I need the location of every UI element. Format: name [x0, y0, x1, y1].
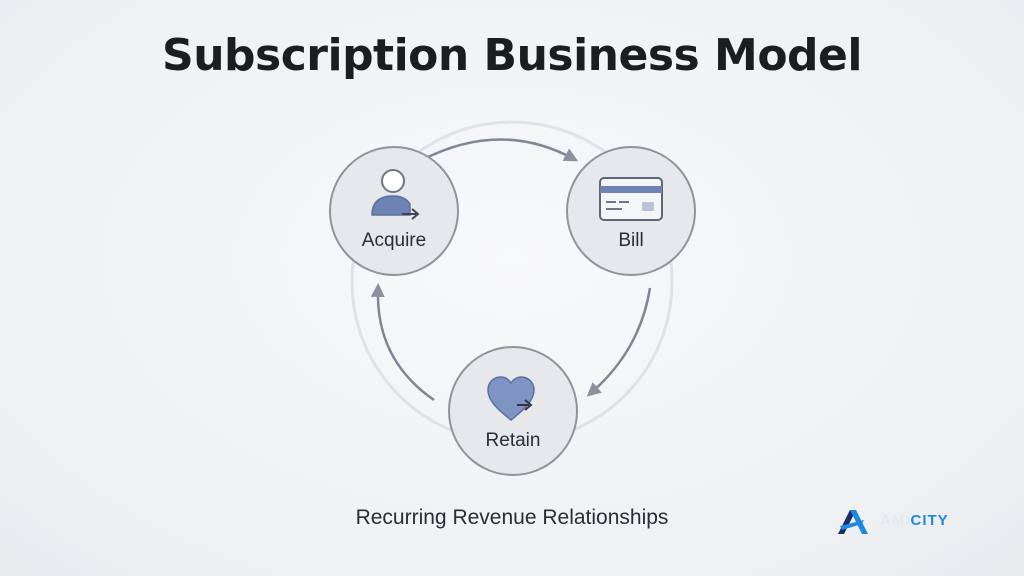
node-acquire	[329, 146, 459, 276]
brand-name-part2: CITY	[910, 512, 949, 529]
arrow-acquire-to-bill	[421, 138, 579, 162]
brand-logo-icon	[838, 510, 868, 534]
user-arrow-icon	[371, 169, 420, 220]
node-label-bill: Bill	[618, 230, 644, 251]
heart-arrow-icon	[487, 376, 535, 421]
node-label-acquire: Acquire	[361, 230, 427, 251]
node-label-retain: Retain	[485, 430, 541, 451]
credit-card-icon	[599, 177, 663, 221]
brand-name: AMICITY	[880, 512, 949, 529]
arrow-retain-to-acquire	[370, 283, 435, 402]
node-bill	[566, 146, 696, 276]
page-title: Subscription Business Model	[162, 30, 862, 81]
arrow-bill-to-retain	[586, 287, 652, 397]
brand-name-part1: AMI	[880, 512, 911, 529]
diagram-caption: Recurring Revenue Relationships	[355, 506, 669, 529]
node-retain	[448, 346, 578, 476]
brand-logo: AMICITY	[834, 506, 974, 538]
